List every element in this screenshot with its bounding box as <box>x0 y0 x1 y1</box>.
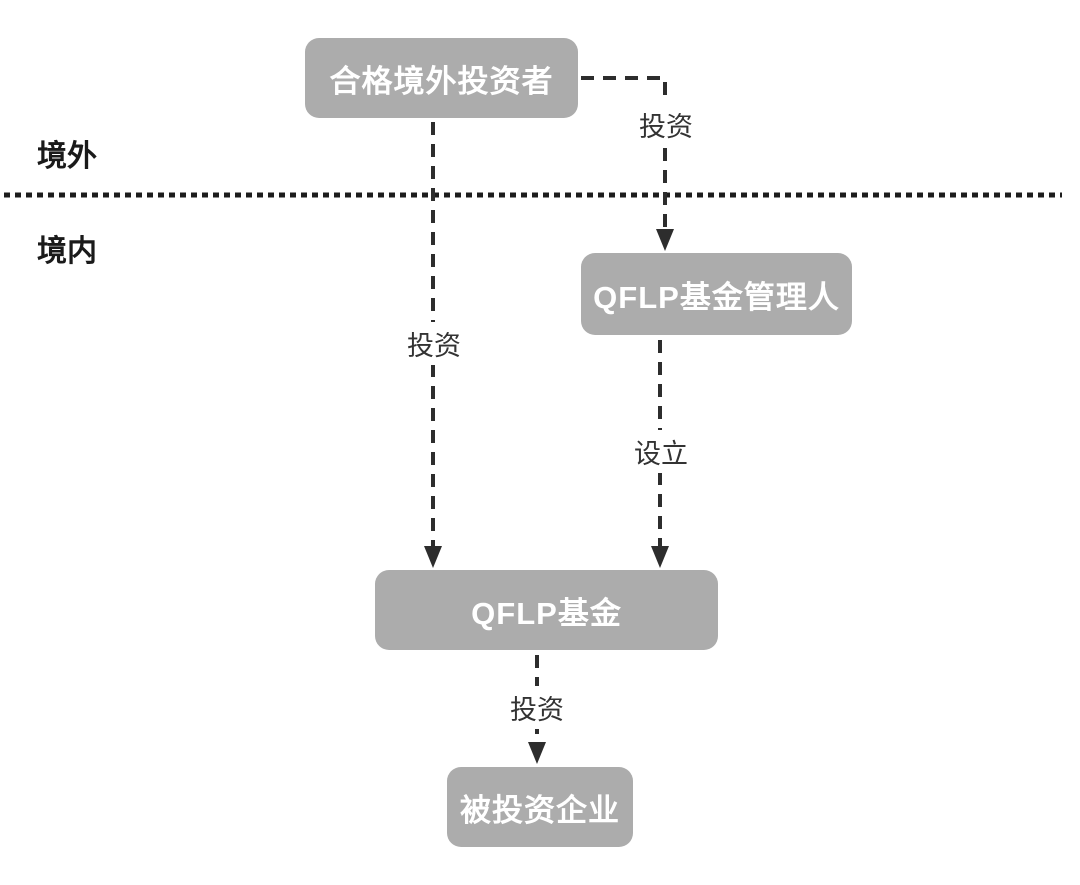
arrow-fund-to-enterprise-head <box>528 742 546 764</box>
node-qflp-fund-manager: QFLP基金管理人 <box>581 253 852 335</box>
arrow-manager-to-fund-head <box>651 546 669 568</box>
arrow-investor-to-manager-head <box>656 229 674 251</box>
region-label-offshore: 境外 <box>37 140 97 173</box>
edge-label-manager-to-fund: 设立 <box>631 430 691 473</box>
edge-label-investor-to-fund: 投资 <box>404 322 464 365</box>
node-qualified-foreign-investor: 合格境外投资者 <box>305 38 578 118</box>
edge-label-fund-to-enterprise: 投资 <box>507 686 567 729</box>
edge-label-investor-to-manager: 投资 <box>636 103 696 146</box>
arrow-investor-to-fund-head <box>424 546 442 568</box>
arrow-investor-to-manager-line <box>581 76 667 232</box>
region-label-onshore: 境内 <box>37 235 97 268</box>
node-qflp-fund: QFLP基金 <box>375 570 718 650</box>
node-invested-enterprise: 被投资企业 <box>447 767 633 847</box>
